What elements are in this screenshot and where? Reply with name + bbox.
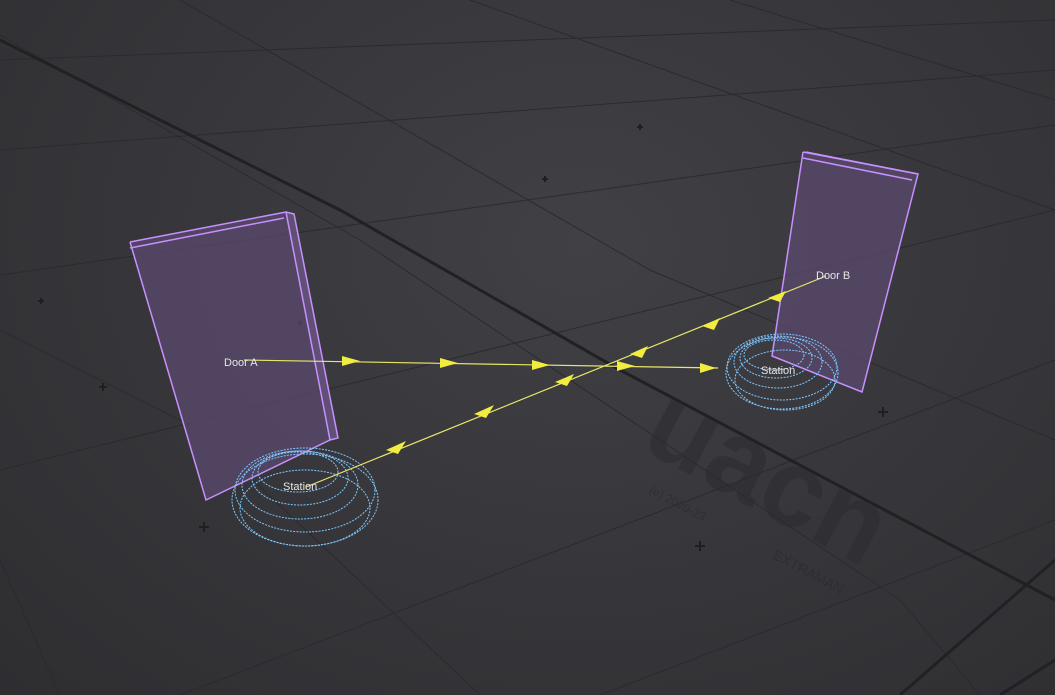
arrow-marker [702, 318, 720, 330]
nav-path-door-a-to-station-right [243, 359, 719, 369]
station-left-rings[interactable] [231, 447, 379, 547]
arrow-marker [342, 356, 360, 366]
arrow-marker [700, 363, 716, 373]
arrow-marker [630, 346, 648, 358]
svg-text:uacn: uacn [627, 360, 911, 589]
arrow-marker [555, 374, 574, 386]
station-right-label: Station [761, 365, 795, 377]
door-b-label: Door B [816, 270, 850, 282]
station-left-label: Station [283, 481, 317, 493]
station-right-rings[interactable] [725, 333, 839, 411]
arrow-marker [768, 291, 786, 302]
arrow-marker [617, 361, 635, 371]
ground-grid-major [0, 38, 1055, 695]
arrow-marker [386, 441, 406, 454]
door-b[interactable] [771, 151, 919, 394]
arrow-marker [440, 358, 458, 368]
path-arrows-b [386, 291, 786, 454]
arrow-marker [474, 405, 494, 418]
watermark-logo: uacn (e) 2020-23 EXTRAMAN [627, 360, 911, 597]
path-arrows-a [342, 356, 716, 373]
arrow-marker [532, 360, 550, 370]
door-a[interactable] [129, 211, 339, 502]
door-a-label: Door A [224, 357, 258, 369]
